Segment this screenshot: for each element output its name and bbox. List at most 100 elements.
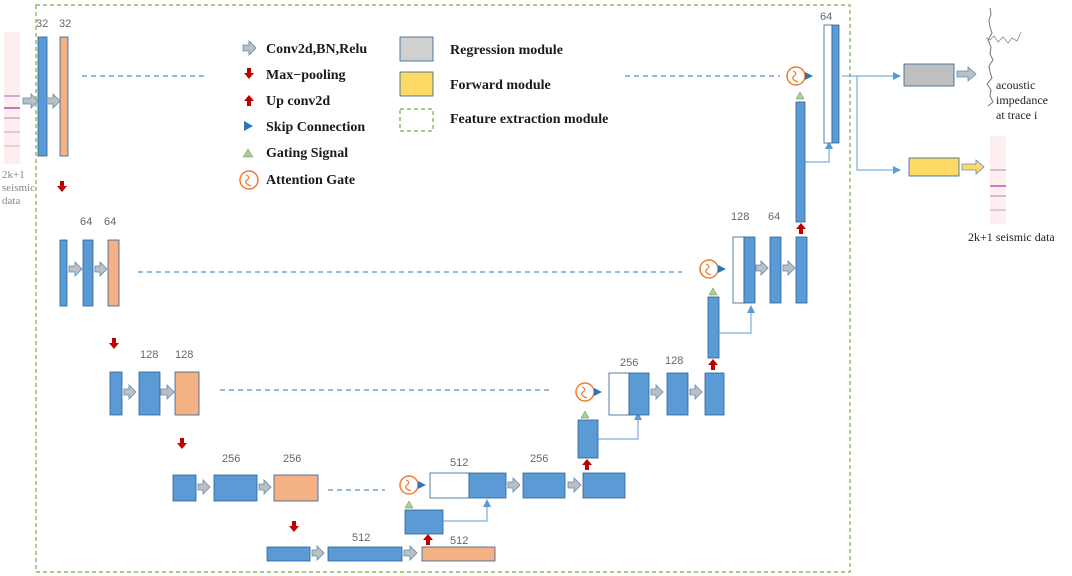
conv-arrow-icon xyxy=(782,260,796,276)
dec2-channel-a: 128 xyxy=(731,211,749,223)
dec4-block-b xyxy=(582,472,626,499)
output-impedance-line2: impedance xyxy=(996,93,1048,107)
regression-module-block xyxy=(903,63,955,87)
enc4-block-a xyxy=(172,474,197,502)
output-seismic-image xyxy=(990,136,1006,224)
forward-module-block xyxy=(908,157,960,177)
attention-gate-icon xyxy=(699,259,719,279)
dec2-block-b xyxy=(795,236,808,304)
forward-arrow-icon xyxy=(961,159,985,175)
bottleneck-up-channel: 512 xyxy=(450,535,468,547)
conv-arrow-icon xyxy=(311,545,325,561)
feature-extraction-frame xyxy=(35,4,851,573)
conv-arrow-icon xyxy=(956,66,977,82)
legend-regression-icon xyxy=(399,36,434,62)
enc1-channel-b: 32 xyxy=(59,18,71,30)
enc1-block-b xyxy=(59,36,69,157)
attention-gate-glyph xyxy=(405,479,412,492)
dec3-channel-b: 128 xyxy=(665,355,683,367)
legend-regression-label: Regression module xyxy=(450,43,563,58)
dec3-concat-up xyxy=(628,372,650,416)
maxpool-arrow-icon xyxy=(177,438,187,449)
gating-signal-icon xyxy=(708,287,718,296)
enc2-block-b xyxy=(82,239,94,307)
legend-upconv-label: Up conv2d xyxy=(266,94,330,109)
connector-line xyxy=(443,499,491,522)
legend-gating-label: Gating Signal xyxy=(266,146,348,161)
input-seismic-image xyxy=(4,32,20,164)
enc3-block-b xyxy=(138,371,161,416)
attention-gate-glyph xyxy=(792,70,799,83)
dec4-concat-up xyxy=(468,472,507,499)
legend-attention-icon xyxy=(239,170,259,190)
gating-signal-icon xyxy=(795,91,805,100)
conv-arrow-icon xyxy=(197,479,211,495)
dec4-channel-a: 512 xyxy=(450,457,468,469)
attention-gate-glyph xyxy=(581,386,588,399)
output-seismic-label: 2k+1 seismic data xyxy=(968,230,1055,244)
enc2-channel-a: 64 xyxy=(80,216,92,228)
legend: Conv2d,BN,Relu Max−pooling Up conv2d Ski… xyxy=(239,36,608,190)
conv-arrow-icon xyxy=(755,260,769,276)
enc4-block-c xyxy=(273,474,319,502)
dec1-concat-skip xyxy=(823,24,833,144)
legend-feature-icon xyxy=(399,108,434,132)
maxpool-arrow-icon xyxy=(289,521,299,532)
dec2-concat-skip xyxy=(732,236,745,304)
conv-arrow-icon xyxy=(123,384,137,400)
input-label-line2: seismic xyxy=(2,182,35,194)
enc2-channel-b: 64 xyxy=(104,216,116,228)
conv-arrow-icon xyxy=(160,384,175,400)
legend-attention-glyph xyxy=(245,174,252,187)
conv-arrow-icon xyxy=(46,93,61,109)
attention-gate-glyph xyxy=(705,263,712,276)
connector-line xyxy=(805,141,833,163)
enc4-channel-a: 256 xyxy=(222,453,240,465)
conv-arrow-icon xyxy=(258,479,272,495)
dec2-concat-up xyxy=(743,236,756,304)
bottleneck-block-a xyxy=(266,546,311,562)
conv-arrow-icon xyxy=(22,93,39,109)
legend-forward-icon xyxy=(399,71,434,97)
dec4-channel-b: 256 xyxy=(530,453,548,465)
legend-skip-icon xyxy=(244,121,253,131)
conv-arrow-icon xyxy=(507,477,521,493)
enc3-block-c xyxy=(174,371,200,416)
legend-skip-label: Skip Connection xyxy=(266,120,365,135)
dec2-gating-block xyxy=(707,296,720,359)
skip-triangle-icon xyxy=(418,481,426,489)
input-label-line1: 2k+1 xyxy=(2,169,25,181)
enc2-block-a xyxy=(59,239,68,307)
input-label-line3: data xyxy=(2,195,20,207)
enc2-block-c xyxy=(107,239,120,307)
legend-gating-icon xyxy=(242,148,254,158)
bottleneck-block-c xyxy=(421,546,496,562)
gating-signal-icon xyxy=(580,410,590,419)
attention-gate-icon xyxy=(575,382,595,402)
conv-arrow-icon xyxy=(567,477,582,493)
dec1-gating-block xyxy=(795,101,806,223)
skip-triangle-icon xyxy=(805,72,813,80)
impedance-trace-image xyxy=(986,7,994,107)
dec3-channel-a: 256 xyxy=(620,357,638,369)
dec3-concat-skip xyxy=(608,372,630,416)
legend-forward-label: Forward module xyxy=(450,78,551,93)
enc4-channel-b: 256 xyxy=(283,453,301,465)
dec1-channel: 64 xyxy=(820,11,832,23)
upconv-arrow-icon xyxy=(708,359,718,370)
dec4-block-a xyxy=(522,472,566,499)
output-impedance-line3: at trace i xyxy=(996,108,1038,122)
conv-arrow-icon xyxy=(403,545,418,561)
legend-conv-icon xyxy=(242,40,257,56)
gating-signal-icon xyxy=(404,500,414,509)
upconv-arrow-icon xyxy=(582,459,592,470)
conv-arrow-icon xyxy=(94,261,108,277)
legend-maxpool-icon xyxy=(244,68,254,79)
enc3-channel-b: 128 xyxy=(175,349,193,361)
connector-line xyxy=(842,75,901,174)
dec3-gating-block xyxy=(577,419,599,459)
attention-gate-icon xyxy=(399,475,419,495)
enc3-block-a xyxy=(109,371,123,416)
maxpool-arrow-icon xyxy=(109,338,119,349)
